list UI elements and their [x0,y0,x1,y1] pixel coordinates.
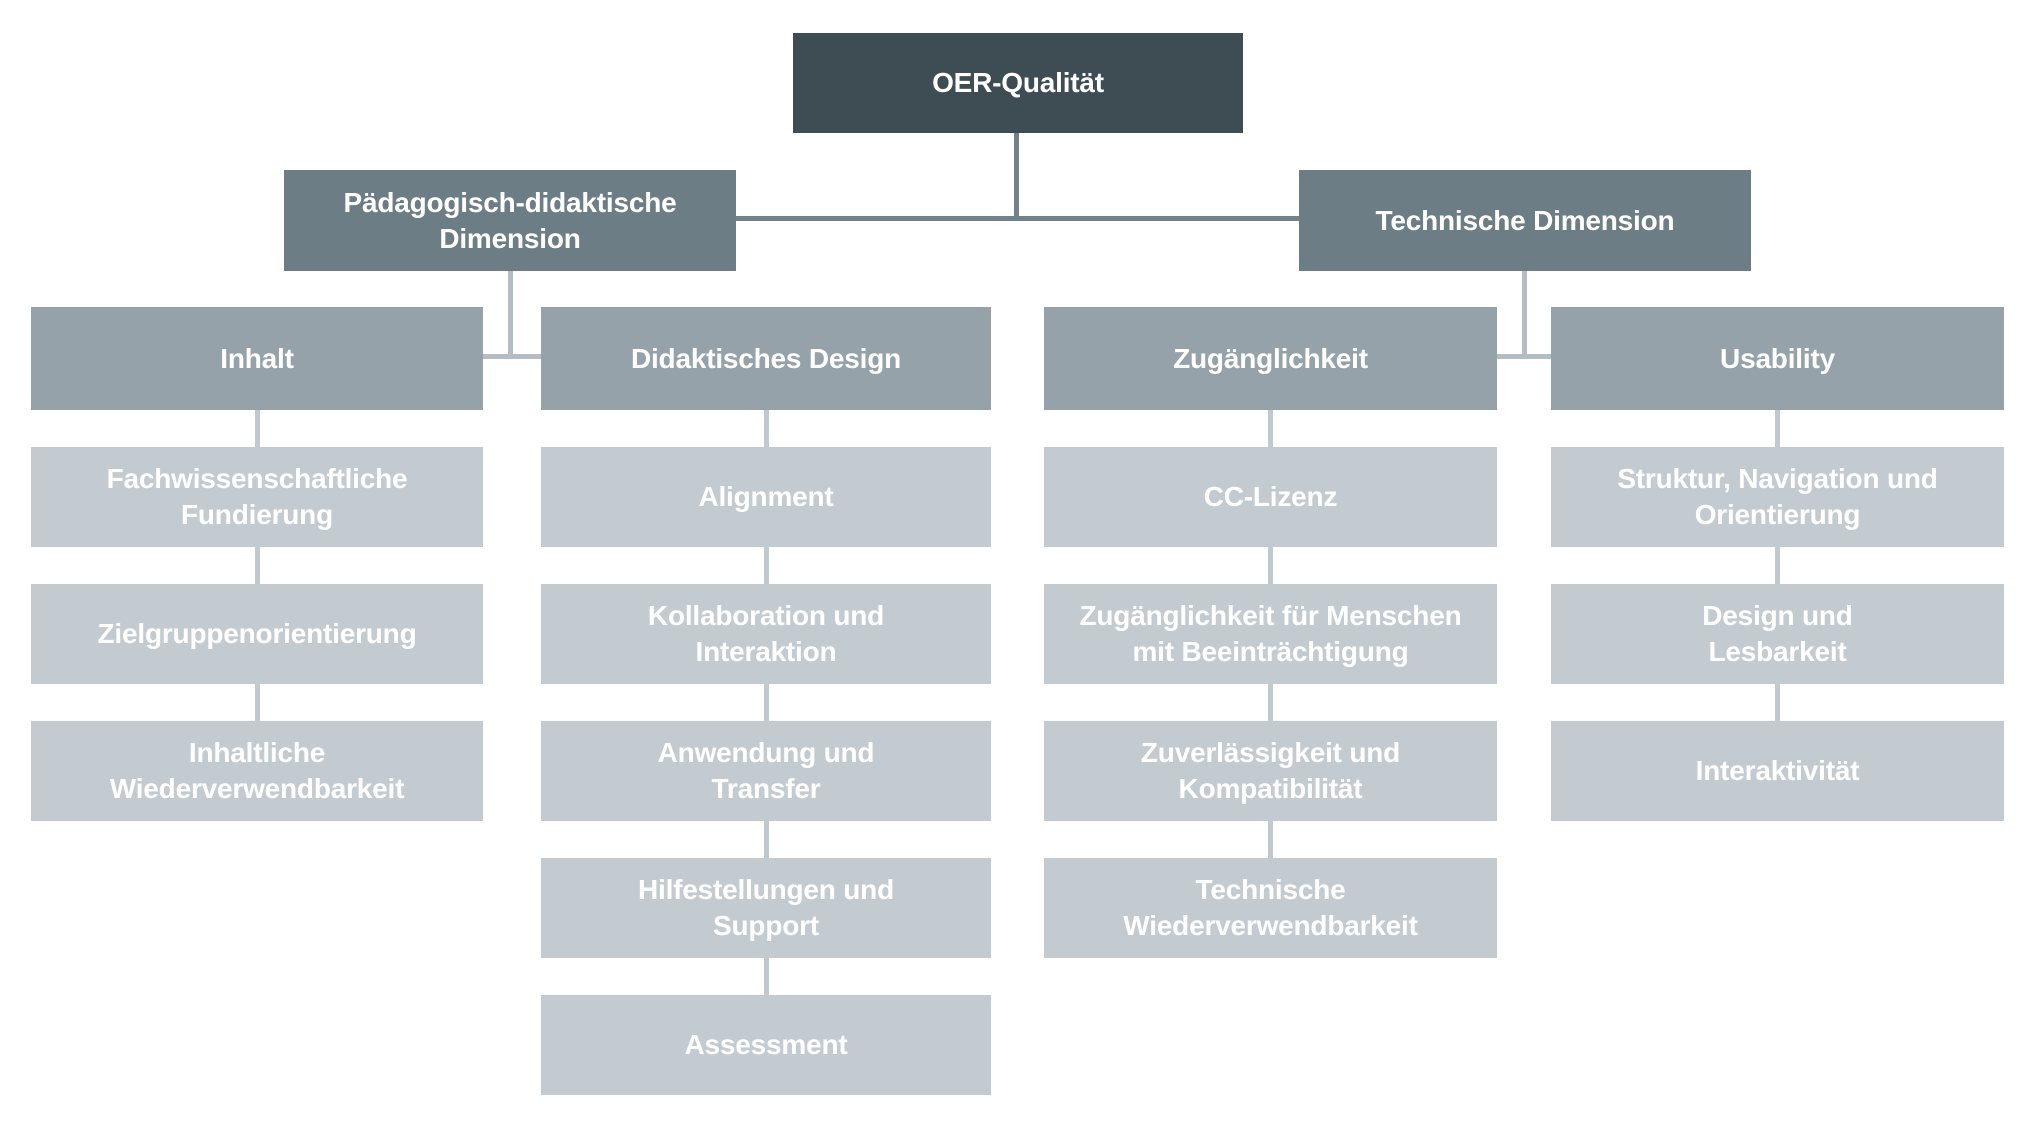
item-node-anwendung-transfer: Anwendung und Transfer [541,721,991,821]
connector-usability-3 [1775,684,1780,721]
connector-inhalt-1 [255,410,260,447]
item-node-struktur-navigation-orientierung: Struktur, Navigation und Orientierung [1551,447,2004,547]
item-node-fachwissenschaftliche-fundierung: Fachwissenschaftliche Fundierung [31,447,483,547]
dimension-node-paedagogisch-didaktisch: Pädagogisch-didaktische Dimension [284,170,736,271]
item-node-alignment: Alignment [541,447,991,547]
connector-technisch-vertical [1522,271,1527,358]
connector-didaktisches-design-4 [764,821,769,858]
connector-inhalt-2 [255,547,260,584]
item-node-cc-lizenz: CC-Lizenz [1044,447,1497,547]
column-header-zugaenglichkeit: Zugänglichkeit [1044,307,1497,410]
connector-zugaenglichkeit-4 [1268,821,1273,858]
connector-paedagogisch-horizontal [483,354,541,359]
connector-zugaenglichkeit-1 [1268,410,1273,447]
dimension-node-technisch: Technische Dimension [1299,170,1751,271]
item-node-zuverlaessigkeit-kompatibilitaet: Zuverlässigkeit und Kompatibilität [1044,721,1497,821]
item-node-technische-wiederverwendbarkeit: Technische Wiederverwendbarkeit [1044,858,1497,958]
connector-didaktisches-design-2 [764,547,769,584]
connector-usability-1 [1775,410,1780,447]
root-node-oer-qualitaet: OER-Qualität [793,33,1243,133]
column-header-inhalt: Inhalt [31,307,483,410]
item-node-inhaltliche-wiederverwendbarkeit: Inhaltliche Wiederverwendbarkeit [31,721,483,821]
connector-zugaenglichkeit-2 [1268,547,1273,584]
connector-didaktisches-design-1 [764,410,769,447]
connector-technisch-horizontal [1497,354,1551,359]
column-header-usability: Usability [1551,307,2004,410]
item-node-assessment: Assessment [541,995,991,1095]
connector-dimensions-horizontal [736,216,1299,221]
column-header-didaktisches-design: Didaktisches Design [541,307,991,410]
item-node-zielgruppenorientierung: Zielgruppenorientierung [31,584,483,684]
item-node-interaktivitaet: Interaktivität [1551,721,2004,821]
item-node-hilfestellungen-support: Hilfestellungen und Support [541,858,991,958]
connector-didaktisches-design-3 [764,684,769,721]
item-node-zugaenglichkeit-menschen-beeintraechtigung: Zugänglichkeit für Menschen mit Beeinträ… [1044,584,1497,684]
connector-root-vertical [1014,133,1019,218]
connector-didaktisches-design-5 [764,958,769,995]
connector-inhalt-3 [255,684,260,721]
item-node-kollaboration-interaktion: Kollaboration und Interaktion [541,584,991,684]
connector-zugaenglichkeit-3 [1268,684,1273,721]
connector-paedagogisch-vertical [508,271,513,358]
connector-usability-2 [1775,547,1780,584]
item-node-design-lesbarkeit: Design und Lesbarkeit [1551,584,2004,684]
